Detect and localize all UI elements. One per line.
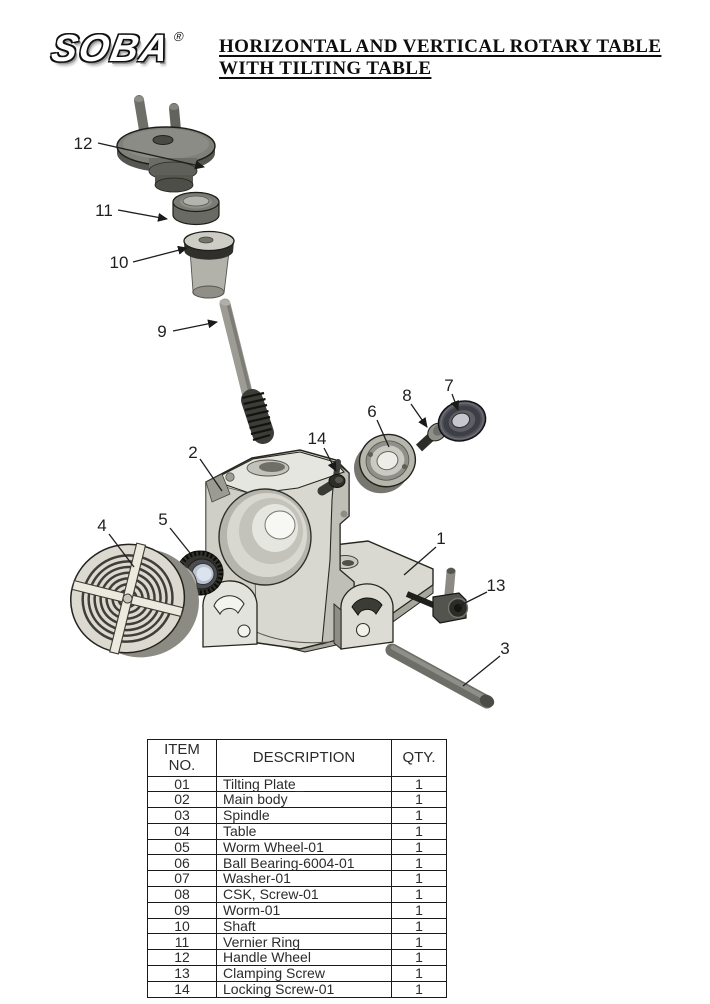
leader-lines [97, 142, 501, 687]
item-no: 09 [147, 901, 217, 919]
qty: 1 [391, 917, 447, 935]
item-no: 14 [147, 980, 217, 998]
item-no: 12 [147, 949, 217, 967]
part-washer [437, 400, 487, 442]
column-header-item-no: ITEM NO. [147, 739, 217, 777]
part-clamping-screw [405, 567, 469, 624]
qty: 1 [391, 901, 447, 919]
item-no: 05 [147, 838, 217, 856]
callout-label-14: 14 [308, 429, 327, 448]
page-title: HORIZONTAL AND VERTICAL ROTARY TABLE WIT… [219, 36, 661, 80]
description: Worm-01 [216, 901, 392, 919]
description: Shaft [216, 917, 392, 935]
tilting-plate-brackets [202, 580, 394, 650]
column-header-qty: QTY. [391, 739, 447, 777]
callout-labels: 1 2 3 4 5 6 7 8 9 10 11 12 13 14 [74, 134, 510, 658]
qty: 1 [391, 822, 447, 840]
description: Clamping Screw [216, 965, 392, 982]
title-line-1: HORIZONTAL AND VERTICAL ROTARY TABLE [219, 36, 662, 57]
part-ball-bearing [353, 433, 417, 494]
item-no: 11 [147, 933, 217, 951]
item-no: 01 [147, 775, 217, 793]
qty: 1 [391, 838, 447, 856]
part-handle-wheel [116, 95, 216, 193]
callout-label-2: 2 [188, 443, 197, 462]
part-table-disc [69, 542, 199, 658]
description: Washer-01 [216, 870, 392, 888]
callout-label-11: 11 [95, 201, 113, 220]
qty: 1 [391, 791, 447, 809]
callout-label-12: 12 [74, 134, 93, 153]
title-line-2: WITH TILTING TABLE [219, 58, 432, 79]
qty: 1 [391, 854, 447, 872]
description: Vernier Ring [216, 933, 392, 951]
item-no: 03 [147, 807, 217, 824]
item-no: 08 [147, 886, 217, 903]
part-locking-screw [317, 459, 346, 496]
callout-label-10: 10 [110, 253, 129, 272]
part-vernier-ring [172, 191, 220, 226]
qty: 1 [391, 949, 447, 967]
callout-label-3: 3 [500, 639, 509, 658]
item-no: 06 [147, 854, 217, 872]
part-shaft [183, 230, 235, 299]
callout-label-9: 9 [157, 322, 166, 341]
description: Spindle [216, 807, 392, 824]
qty: 1 [391, 775, 447, 793]
qty: 1 [391, 980, 447, 998]
table-header-row: ITEM NO. DESCRIPTION QTY. [147, 739, 447, 777]
item-no: 02 [147, 791, 217, 809]
qty: 1 [391, 886, 447, 903]
qty: 1 [391, 933, 447, 951]
item-no: 04 [147, 822, 217, 840]
part-worm-screw [219, 298, 274, 444]
item-no: 07 [147, 870, 217, 888]
column-header-description: DESCRIPTION [216, 739, 392, 777]
description: Tilting Plate_ [216, 775, 392, 793]
qty: 1 [391, 965, 447, 982]
item-no: 13 [147, 965, 217, 982]
description: Main body [216, 791, 392, 809]
qty: 1 [391, 807, 447, 824]
item-no: 10 [147, 917, 217, 935]
description: Locking Screw-01 [216, 980, 392, 998]
callout-label-6: 6 [367, 402, 376, 421]
description: Ball Bearing-6004-01 [216, 854, 392, 872]
description: Table [216, 822, 392, 840]
qty: 1 [391, 870, 447, 888]
callout-label-4: 4 [97, 516, 106, 535]
description: Worm Wheel-01 [216, 838, 392, 856]
description: CSK, Screw-01 [216, 886, 392, 903]
callout-label-5: 5 [158, 510, 167, 529]
part-spindle [385, 643, 495, 709]
callout-label-8: 8 [402, 386, 411, 405]
callout-label-7: 7 [444, 376, 453, 395]
callout-label-1: 1 [436, 529, 445, 548]
callout-label-13: 13 [487, 576, 506, 595]
description: Handle Wheel [216, 949, 392, 967]
